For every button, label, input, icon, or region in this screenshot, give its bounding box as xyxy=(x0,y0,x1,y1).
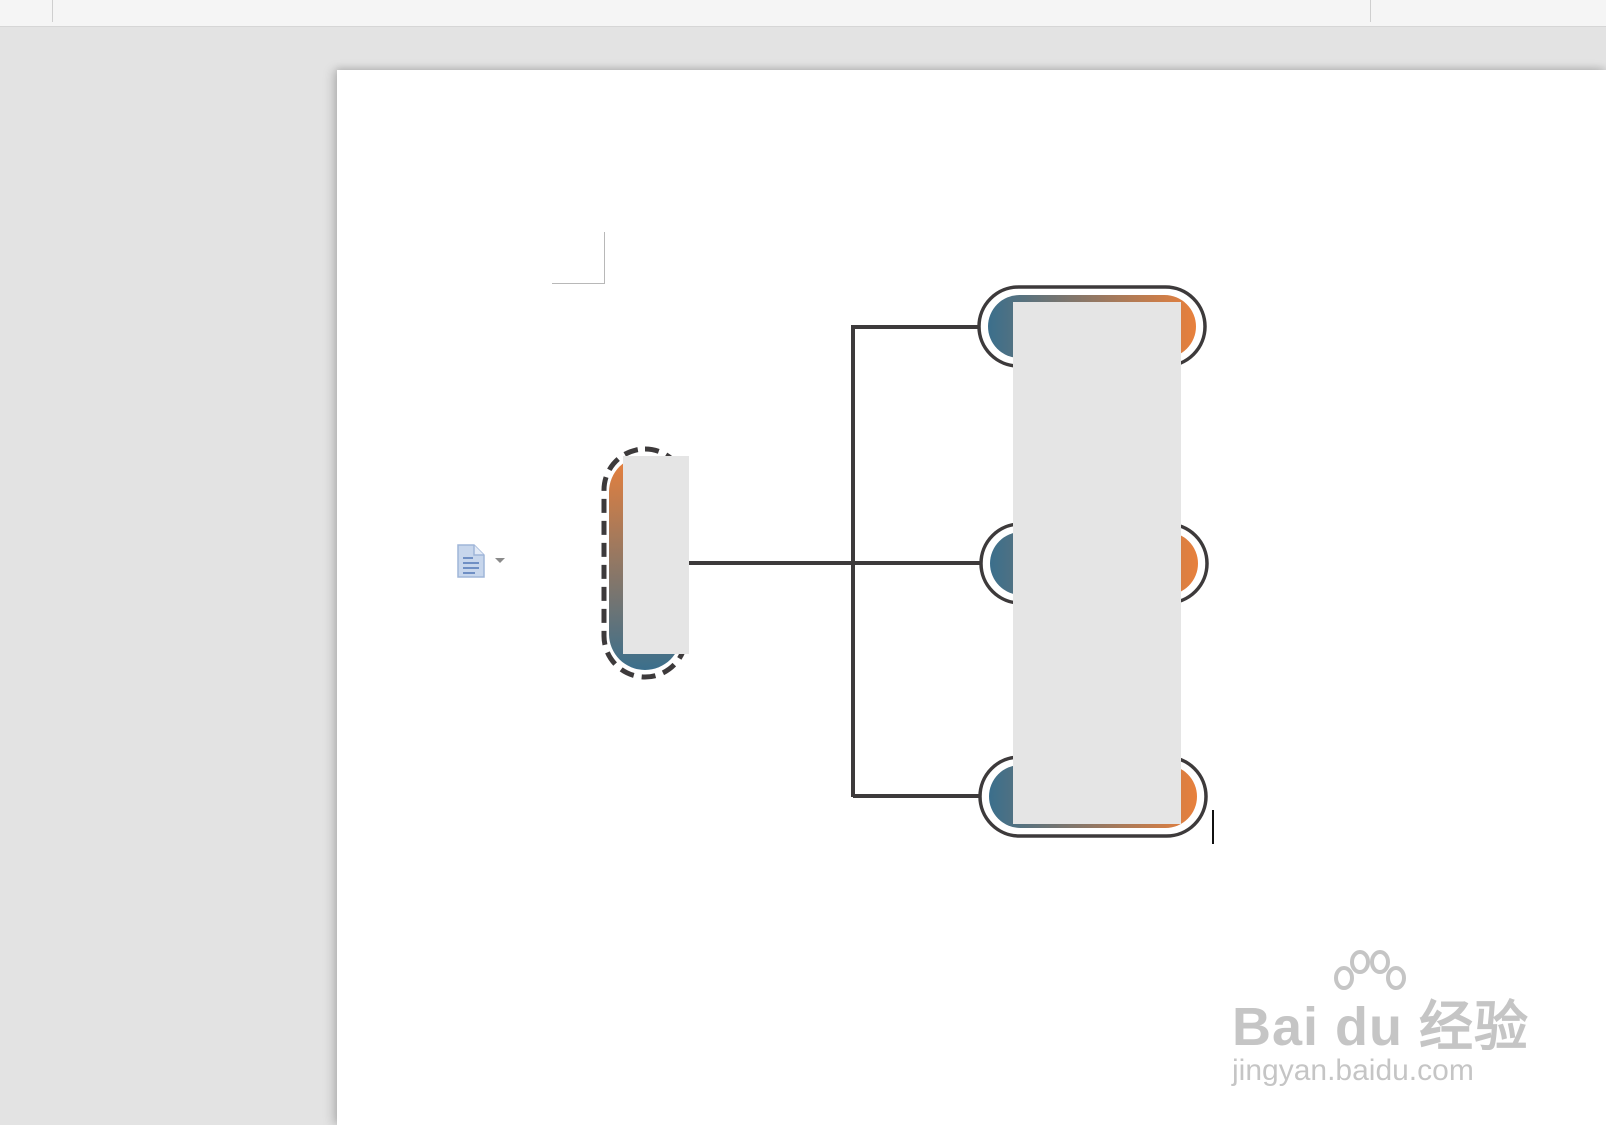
document-icon xyxy=(457,544,485,578)
root-node[interactable] xyxy=(601,446,689,680)
child-nodes-text-area[interactable] xyxy=(1013,302,1181,824)
connector-lines xyxy=(688,325,982,798)
chevron-down-icon xyxy=(495,558,505,563)
ruler-tick xyxy=(52,0,53,22)
ruler-tick xyxy=(1370,0,1371,22)
root-node-text-area[interactable] xyxy=(623,456,689,654)
text-cursor xyxy=(1212,810,1214,844)
margin-corner-mark xyxy=(552,232,605,284)
paste-options-button[interactable] xyxy=(456,541,520,581)
document-page[interactable] xyxy=(337,70,1606,1125)
ruler-strip xyxy=(0,0,1606,27)
